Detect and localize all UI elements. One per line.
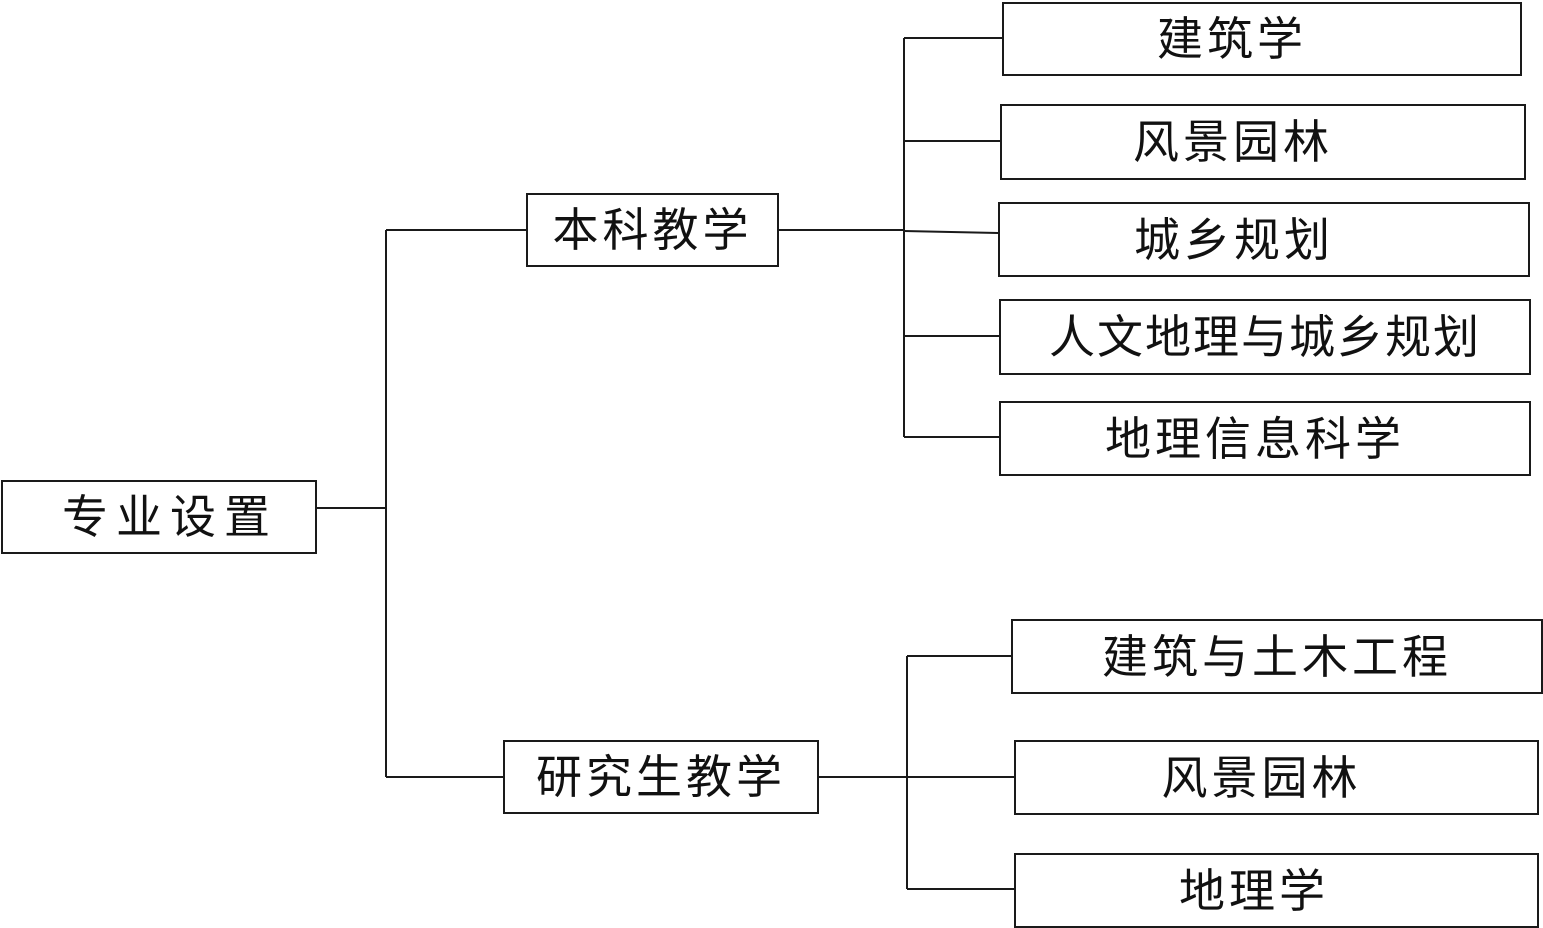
graduate-major-label: 风景园林 (1161, 750, 1362, 805)
undergrad-major-label: 地理信息科学 (1105, 411, 1405, 466)
root-node-label: 专业设置 (62, 490, 278, 544)
graduate-node-label: 研究生教学 (536, 750, 786, 804)
undergrad-major-box: 建筑学 (1002, 2, 1522, 76)
undergrad-to-major-3 (903, 230, 999, 234)
undergrad-major-label: 建筑学 (1157, 12, 1307, 66)
undergrad-major-box: 人文地理与城乡规划 (999, 299, 1531, 375)
undergrad-major-label: 城乡规划 (1134, 212, 1334, 267)
undergrad-major-label: 风景园林 (1133, 115, 1333, 169)
graduate-major-label: 建筑与土木工程 (1102, 629, 1452, 684)
undergrad-major-label: 人文地理与城乡规划 (1049, 310, 1481, 364)
undergrad-major-box: 地理信息科学 (999, 401, 1531, 476)
undergrad-node: 本科教学 (526, 193, 779, 267)
graduate-major-box: 风景园林 (1014, 740, 1539, 815)
graduate-major-box: 地理学 (1014, 853, 1539, 928)
undergrad-node-label: 本科教学 (552, 203, 753, 257)
root-node: 专业设置 (1, 480, 317, 554)
graduate-node: 研究生教学 (503, 740, 819, 814)
undergrad-major-box: 城乡规划 (998, 202, 1530, 277)
undergrad-major-box: 风景园林 (1000, 104, 1526, 180)
graduate-major-label: 地理学 (1179, 863, 1329, 918)
graduate-major-box: 建筑与土木工程 (1011, 619, 1543, 694)
